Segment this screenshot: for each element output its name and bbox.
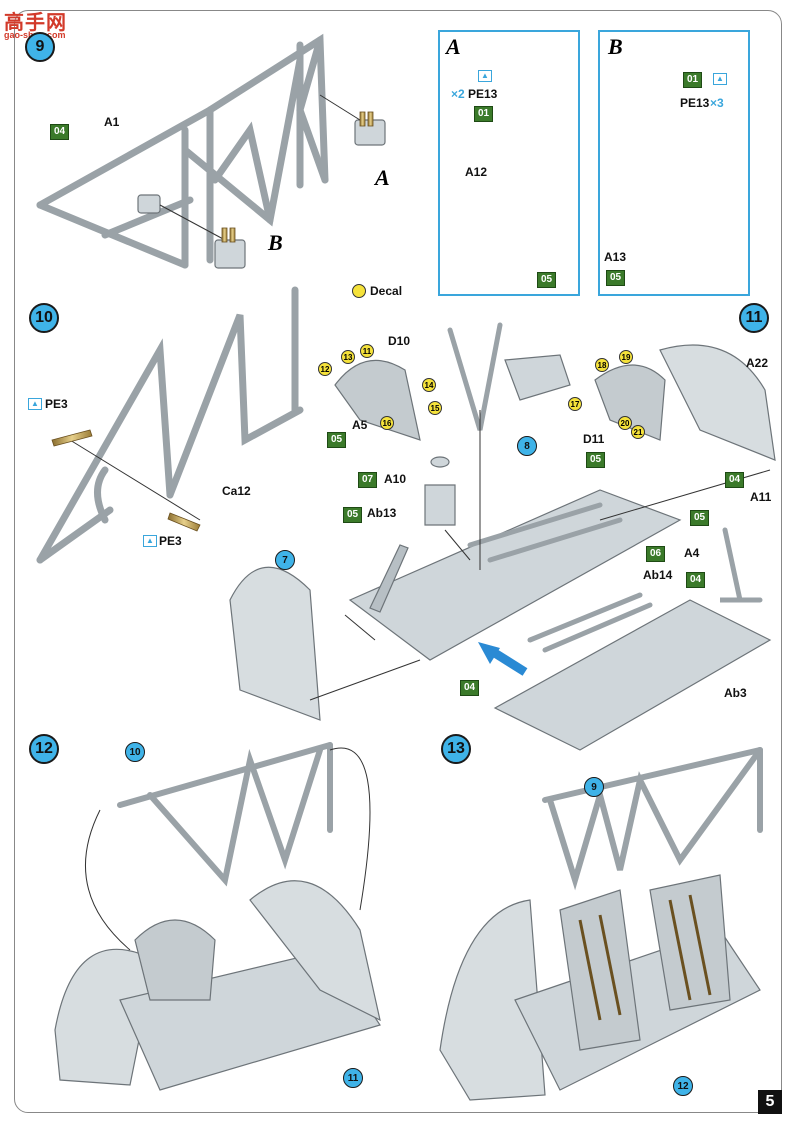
paint-code-05: 05 bbox=[690, 510, 710, 526]
page-frame bbox=[14, 10, 782, 1113]
paint-code-06: 06 bbox=[646, 546, 666, 562]
decal-marker: 17 bbox=[568, 397, 582, 411]
paint-code-05: 05 bbox=[586, 452, 606, 468]
paint-code-01: 01 bbox=[474, 106, 494, 122]
step-12-badge: 12 bbox=[29, 734, 59, 764]
step-9-frame-drawing bbox=[36, 33, 386, 269]
quantity-label: ×3 bbox=[710, 96, 724, 110]
decal-marker: 12 bbox=[318, 362, 332, 376]
page-number: 5 bbox=[758, 1090, 782, 1114]
step-9-badge: 9 bbox=[25, 32, 55, 62]
label-pe13: PE13 bbox=[468, 87, 498, 101]
label-a13: A13 bbox=[604, 250, 627, 264]
label-a11: A11 bbox=[750, 490, 772, 504]
photo-etch-icon: ▲ bbox=[28, 398, 42, 410]
decal-marker: 19 bbox=[619, 350, 633, 364]
photo-etch-icon: ▲ bbox=[143, 535, 157, 547]
label-d11: D11 bbox=[583, 432, 605, 446]
label-ab3: Ab3 bbox=[724, 686, 747, 700]
ref-12: 12 bbox=[673, 1076, 693, 1096]
paint-code-04: 04 bbox=[460, 680, 480, 696]
quantity-value: 2 bbox=[458, 87, 465, 101]
paint-code-04: 04 bbox=[686, 572, 706, 588]
ref-9: 9 bbox=[584, 777, 604, 797]
label-ca12: Ca12 bbox=[222, 484, 251, 498]
step-11-badge: 11 bbox=[739, 303, 769, 333]
decal-marker: 11 bbox=[360, 344, 374, 358]
callout-letter-b: B bbox=[268, 230, 283, 255]
label-pe3-bottom: PE3 bbox=[159, 534, 182, 548]
step-13-assembly-drawing bbox=[439, 874, 761, 1101]
detail-box-b bbox=[598, 30, 750, 296]
detail-b-title: B bbox=[608, 34, 623, 59]
ref-11: 11 bbox=[343, 1068, 363, 1088]
paint-code-07: 07 bbox=[358, 472, 378, 488]
ref-10: 10 bbox=[125, 742, 145, 762]
decal-legend-dot bbox=[352, 284, 366, 298]
step-10-frame-drawing bbox=[36, 286, 304, 564]
photo-etch-icon: ▲ bbox=[713, 73, 727, 85]
paint-code-05: 05 bbox=[537, 272, 557, 288]
paint-code-05: 05 bbox=[343, 507, 363, 523]
label-a12: A12 bbox=[465, 165, 488, 179]
paint-code-05: 05 bbox=[606, 270, 626, 286]
decal-marker: 18 bbox=[595, 358, 609, 372]
label-pe13: PE13 bbox=[680, 96, 710, 110]
decal-marker: 13 bbox=[341, 350, 355, 364]
callout-letter-a: A bbox=[375, 165, 390, 190]
label-d10: D10 bbox=[388, 334, 411, 348]
label-a4: A4 bbox=[684, 546, 700, 560]
watermark-text: 高手网 bbox=[4, 10, 67, 34]
decal-marker: 15 bbox=[428, 401, 442, 415]
decal-marker: 14 bbox=[422, 378, 436, 392]
step-10-badge: 10 bbox=[29, 303, 59, 333]
quantity-value: 3 bbox=[717, 96, 724, 110]
ref-7: 7 bbox=[275, 550, 295, 570]
paint-code-04: 04 bbox=[725, 472, 745, 488]
label-a22: A22 bbox=[746, 356, 769, 370]
paint-code-04: 04 bbox=[50, 124, 70, 140]
ref-8: 8 bbox=[517, 436, 537, 456]
paint-code-01: 01 bbox=[683, 72, 703, 88]
label-a1: A1 bbox=[104, 115, 120, 129]
step-11-assembly-drawing bbox=[229, 344, 776, 751]
label-ab14: Ab14 bbox=[643, 568, 673, 582]
quantity-label: ×2 bbox=[451, 87, 465, 101]
detail-a-title: A bbox=[446, 34, 461, 59]
decal-marker: 20 bbox=[618, 416, 632, 430]
photo-etch-icon: ▲ bbox=[478, 70, 492, 82]
label-a5: A5 bbox=[352, 418, 368, 432]
paint-code-05: 05 bbox=[327, 432, 347, 448]
decal-marker: 21 bbox=[631, 425, 645, 439]
decal-legend-label: Decal bbox=[370, 284, 403, 298]
label-pe3-top: PE3 bbox=[45, 397, 68, 411]
decal-marker: 16 bbox=[380, 416, 394, 430]
label-a10: A10 bbox=[384, 472, 407, 486]
step-12-assembly-drawing bbox=[54, 880, 381, 1091]
label-ab13: Ab13 bbox=[367, 506, 397, 520]
detail-box-a bbox=[438, 30, 580, 296]
step-13-badge: 13 bbox=[441, 734, 471, 764]
